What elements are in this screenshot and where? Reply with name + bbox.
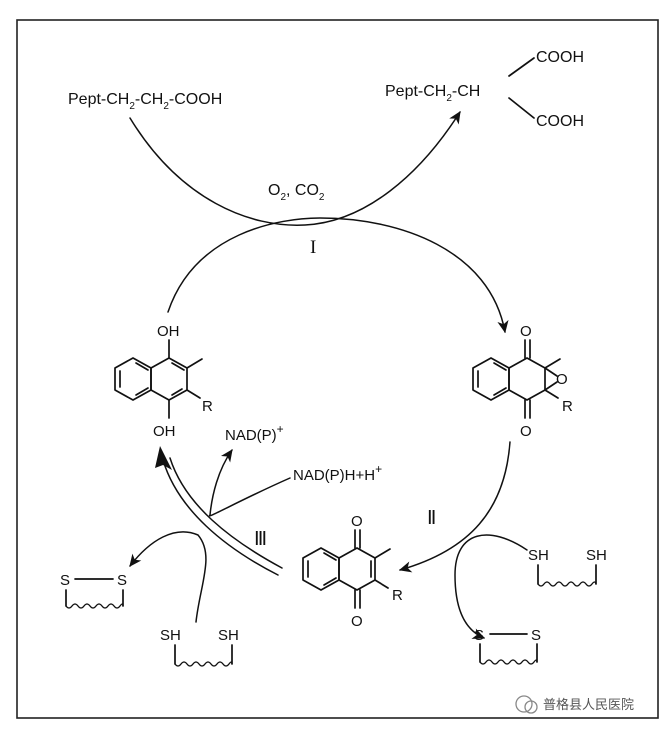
epoxide-o-top: O [520, 323, 532, 340]
disulfide-right-s1: S [474, 627, 484, 644]
quinone-reductase-arrow-inner [162, 459, 279, 576]
dithiol-right-sh1: SH [528, 547, 549, 564]
product-cooh-bottom: COOH [536, 113, 584, 130]
diagram-frame [16, 19, 659, 719]
carboxylation-arrow [129, 111, 461, 226]
dithiol-oxidation-arrow-left [129, 531, 207, 623]
dithiol-oxidation-arrow-right [454, 534, 528, 639]
step-2-label: Ⅱ [427, 508, 436, 529]
quinone-reductase-arrowhead [155, 446, 172, 470]
disulfide-right: S S [474, 627, 541, 665]
hydroquinone-r: R [202, 398, 213, 415]
vitamin-k-epoxide: O O O R [472, 323, 573, 440]
epoxidation-arrow [167, 217, 509, 334]
disulfide-left-s2: S [117, 572, 127, 589]
product-formula: Pept-CH2-CH COOH COOH [385, 49, 584, 130]
watermark: 普格县人民医院 [515, 695, 634, 714]
dithiol-right: SH SH [528, 547, 607, 587]
disulfide-left-s1: S [60, 572, 70, 589]
epoxide-reductase-arrow [398, 441, 511, 573]
vitamin-k-quinone: O O R [302, 513, 403, 630]
step-3-label: Ⅲ [254, 529, 267, 550]
quinone-r: R [392, 587, 403, 604]
o2-co2-label: O2, CO2 [268, 182, 325, 203]
quinone-o-bottom: O [351, 613, 363, 630]
disulfide-right-s2: S [531, 627, 541, 644]
svg-text:Pept-CH2-CH2-COOH: Pept-CH2-CH2-COOH [68, 91, 222, 112]
quinone-reductase-arrow-outer [169, 457, 283, 569]
nadph-arrow [208, 449, 291, 517]
disulfide-left: S S [60, 572, 127, 609]
nadph-label: NAD(P)H+H+ [293, 462, 382, 484]
substrate-formula: Pept-CH2-CH2-COOH [68, 91, 222, 112]
dithiol-right-sh2: SH [586, 547, 607, 564]
hydroquinone-oh-top: OH [157, 323, 180, 340]
dithiol-left-sh2: SH [218, 627, 239, 644]
epoxide-o-bottom: O [520, 423, 532, 440]
epoxide-ring-o: O [556, 371, 568, 388]
vitamin-k-hydroquinone: OH OH R [114, 323, 213, 440]
epoxide-r: R [562, 398, 573, 415]
dithiol-left-sh1: SH [160, 627, 181, 644]
product-cooh-top: COOH [536, 49, 584, 66]
watermark-text: 普格县人民医院 [543, 697, 634, 713]
nadp-plus-label: NAD(P)+ [225, 422, 284, 444]
hydroquinone-oh-bottom: OH [153, 423, 176, 440]
dithiol-left: SH SH [160, 627, 239, 667]
wechat-icon [515, 695, 533, 713]
step-1-label: I [310, 237, 316, 258]
svg-text:Pept-CH2-CH: Pept-CH2-CH [385, 83, 480, 104]
quinone-o-top: O [351, 513, 363, 530]
